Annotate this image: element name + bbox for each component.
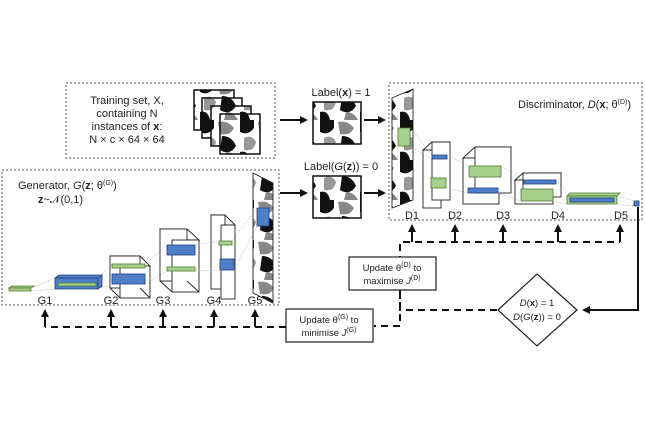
generator-title: Generator, G(z; θ(G)) [18,180,117,192]
dashed-update-d-to-update-g [374,290,401,327]
update-discriminator-box: Update θ(D) to maximise J(D) [348,256,437,291]
discriminator-layer-d1 [391,88,414,209]
generator-connections [30,207,258,292]
training-set-line3: instances of x: [92,121,163,133]
layer-label-d2: D2 [448,210,462,222]
generated-image [252,172,274,304]
decision-line1: D(x) = 1 [520,298,555,309]
generator-layer-g1 [7,285,36,292]
discriminator-layer-d2 [421,141,452,209]
generator-border [1,169,280,306]
layer-label-d5: D5 [614,210,628,222]
generator-layer-g5 [209,214,237,300]
layer-label-g5: G5 [248,295,263,307]
generator-panel: Generator, G(z; θ(G)) z~𝒩(0,1) [1,169,280,307]
generator-update-arrows [41,309,259,327]
decision-diamond: D(x) = 1 D(G(z)) = 0 [497,273,578,347]
layer-label-d1: D1 [405,210,419,222]
layer-label-g4: G4 [207,295,222,307]
label-fake: Label(G(z)) = 0 [304,161,378,173]
latent-distribution: z~𝒩(0,1) [38,194,83,206]
label-real: Label(x) = 1 [311,87,370,99]
training-set-line2: containing N [96,108,157,120]
update-d-line1: Update θ(D) to [363,262,422,274]
fake-sample: Label(G(z)) = 0 [304,161,378,219]
generator-layer-g3 [108,255,152,299]
training-image-4 [219,113,261,155]
real-image [312,101,362,145]
discriminator-connections [409,127,635,207]
arrow-output-to-decision [582,207,639,314]
layer-label-d3: D3 [496,210,510,222]
discriminator-output-node [633,200,640,207]
discriminator-border [388,82,643,221]
training-set-panel: Training set, X, containing N instances … [65,82,276,159]
training-set-line1: Training set, X, [90,95,164,107]
discriminator-layer-d4 [513,172,563,205]
training-set-dims: N × c × 64 × 64 [89,134,165,146]
update-generator-box: Update θ(G) to minimise J(G) [285,308,374,343]
generator-layer-g4 [158,228,201,293]
discriminator-layer-d5 [566,192,621,205]
discriminator-panel: Discriminator, D(x; θ(D)) [388,82,643,222]
real-sample: Label(x) = 1 [311,87,371,145]
dashed-decision-to-discriminator [399,241,620,311]
discriminator-update-arrows [408,224,624,242]
training-image-stack [193,89,261,155]
fake-image [312,175,362,219]
decision-line2: D(G(z)) = 0 [513,312,561,323]
training-set-border [65,82,276,159]
update-d-line2: maximise J(D) [363,275,420,287]
layer-label-g1: G1 [38,295,53,307]
update-g-line1: Update θ(G) to [299,314,358,326]
generator-layer-g2 [53,274,104,290]
update-g-line2: minimise J(G) [302,327,357,339]
layer-label-g2: G2 [104,295,119,307]
layer-label-d4: D4 [551,210,565,222]
discriminator-title: Discriminator, D(x; θ(D)) [518,99,631,111]
layer-label-g3: G3 [156,295,171,307]
discriminator-layer-d3 [461,146,513,205]
